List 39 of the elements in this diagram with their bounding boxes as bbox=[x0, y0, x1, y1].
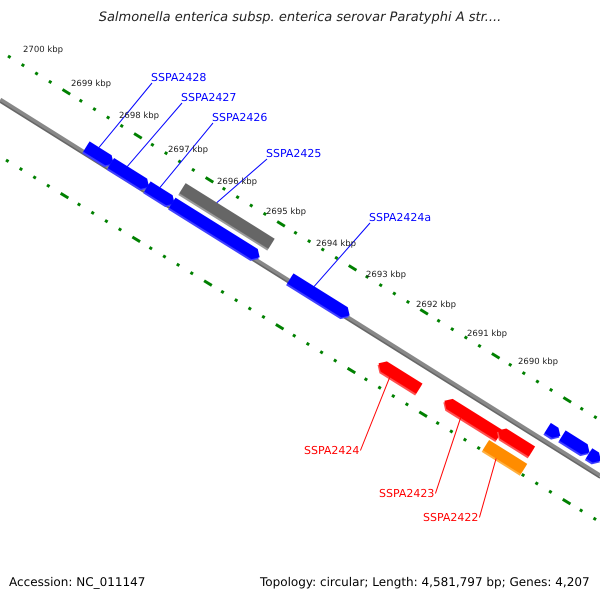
gene-segment bbox=[143, 181, 175, 208]
diagram-title: Salmonella enterica subsp. enterica serovar Paratyphi A str.... bbox=[98, 11, 502, 24]
scale-label: 2690 kbp bbox=[518, 358, 558, 366]
leader-line bbox=[216, 158, 268, 204]
gene-label: SSPA2424 bbox=[304, 445, 360, 456]
scale-label: 2699 kbp bbox=[71, 80, 112, 88]
gene-segment bbox=[443, 398, 503, 442]
gene-label: SSPA2428 bbox=[151, 72, 206, 83]
gene-segment bbox=[482, 440, 528, 476]
gene-segment bbox=[106, 158, 150, 191]
scale-label: 2691 kbp bbox=[467, 330, 508, 338]
leader-line bbox=[126, 102, 182, 167]
leader-line bbox=[434, 417, 462, 494]
genome-info-text: Topology: circular; Length: 4,581,797 bp; Genes: 4,207 bbox=[260, 576, 590, 588]
leader-line bbox=[314, 222, 370, 287]
gene-label: SSPA2424a bbox=[369, 212, 432, 223]
gene-label: SSPA2426 bbox=[212, 112, 268, 123]
scale-label: 2695 kbp bbox=[266, 208, 306, 216]
gene-segment bbox=[286, 273, 350, 320]
accession-text: Accession: NC_011147 bbox=[9, 576, 146, 588]
scale-label: 2696 kbp bbox=[217, 178, 258, 186]
gene-label: SSPA2425 bbox=[266, 148, 322, 159]
gene-label: SSPA2422 bbox=[423, 512, 478, 523]
scale-label: 2693 kbp bbox=[366, 271, 406, 280]
scale-label: 2692 kbp bbox=[416, 301, 456, 310]
leader-line bbox=[478, 458, 497, 518]
gene-segment bbox=[558, 430, 590, 456]
gene-segment bbox=[543, 422, 560, 440]
leader-line bbox=[160, 122, 214, 188]
gene-segment bbox=[378, 361, 423, 396]
scale-label: 2697 kbp bbox=[168, 146, 208, 154]
gene-label: SSPA2427 bbox=[181, 92, 236, 103]
leader-line bbox=[98, 82, 152, 148]
gene-segment bbox=[584, 448, 600, 464]
gene-segment bbox=[168, 198, 260, 261]
leader-line bbox=[360, 376, 390, 451]
gene-label: SSPA2423 bbox=[379, 488, 434, 499]
scale-label: 2700 kbp bbox=[23, 46, 64, 54]
gene-segment bbox=[82, 141, 114, 168]
